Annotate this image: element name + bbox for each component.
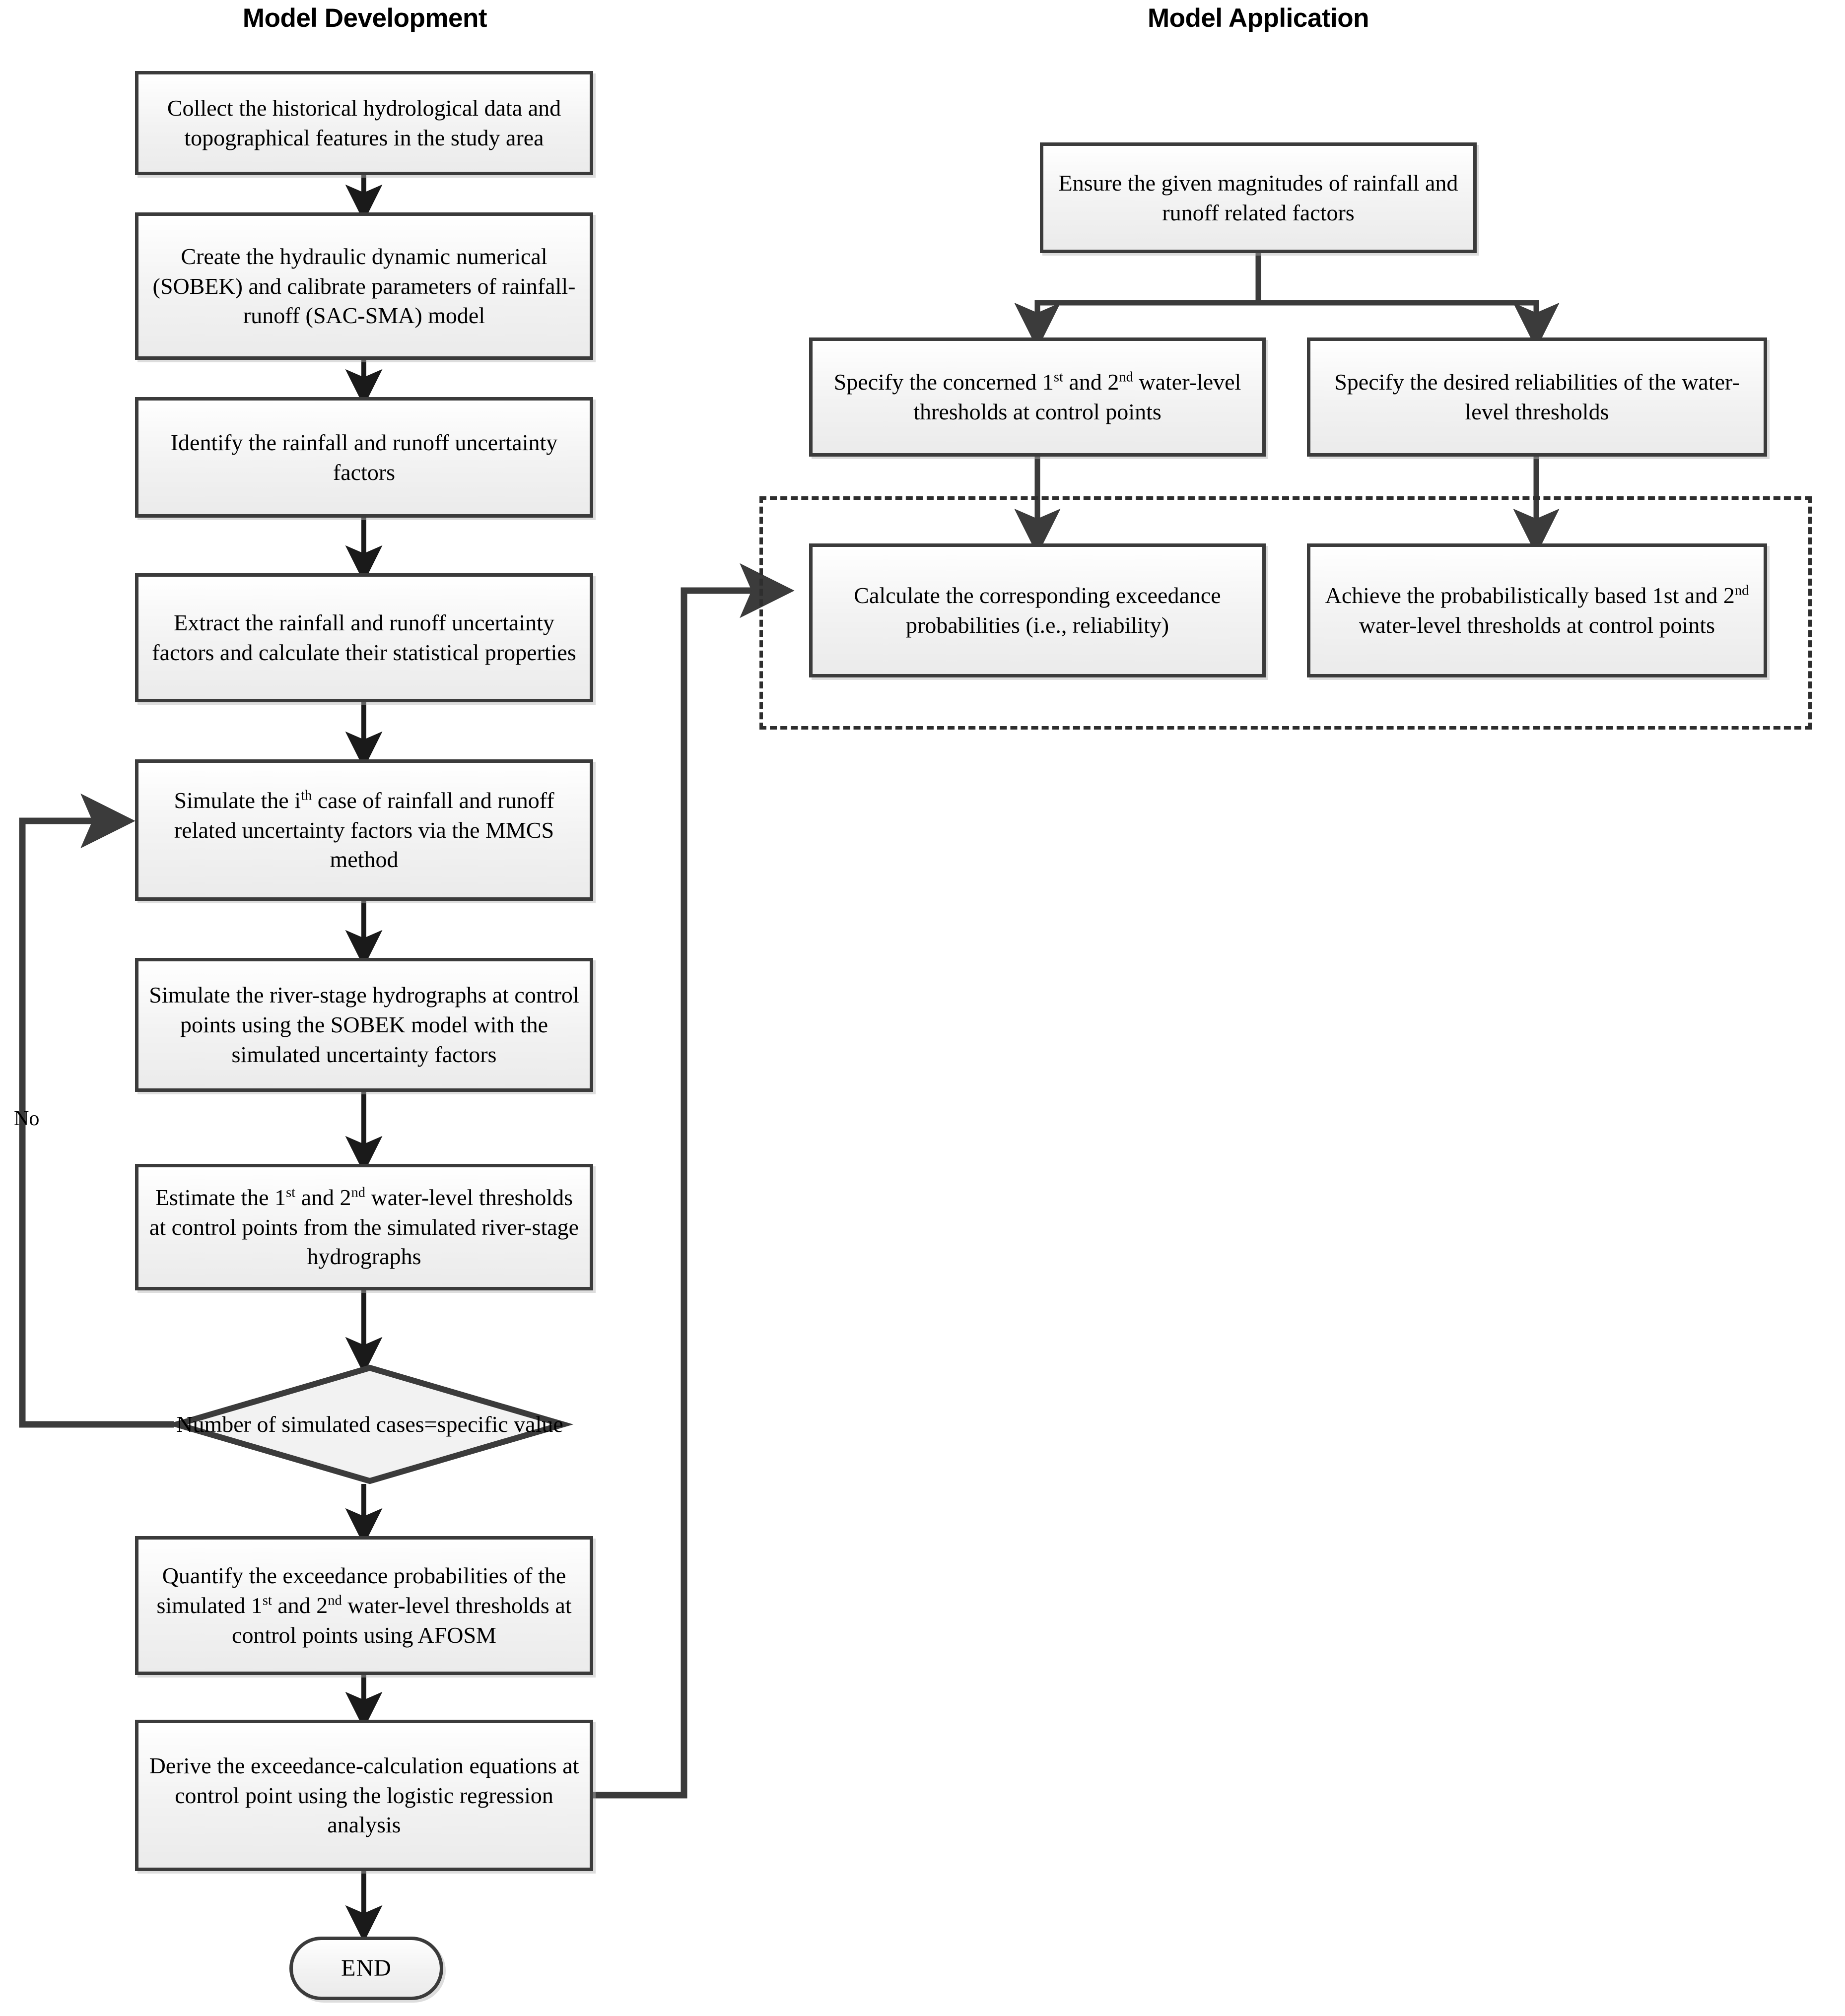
node-achieve[interactable]: Achieve the probabilistically based 1st … [1307,543,1767,677]
node-identify[interactable]: Identify the rainfall and runoff uncerta… [135,397,593,518]
right-column-title: Model Application [1148,3,1369,33]
edge-ensure-split-right [1255,253,1560,349]
node-simulate-case[interactable]: Simulate the ith case of rainfall and ru… [135,759,593,901]
node-specify-reliabilities[interactable]: Specify the desired reliabilities of the… [1307,337,1767,457]
node-specify-thresholds-label: Specify the concerned 1st and 2nd water-… [833,369,1241,424]
application-group-outline [759,496,1812,730]
node-decision[interactable]: Number of simulated cases=specific value [166,1364,574,1484]
node-collect-label: Collect the historical hydrological data… [167,95,561,150]
node-estimate-thresholds[interactable]: Estimate the 1st and 2nd water-level thr… [135,1164,593,1290]
node-simulate-hydrographs-label: Simulate the river-stage hydrographs at … [149,982,579,1067]
node-derive[interactable]: Derive the exceedance-calculation equati… [135,1720,593,1871]
node-create[interactable]: Create the hydraulic dynamic numerical (… [135,212,593,360]
node-extract[interactable]: Extract the rainfall and runoff uncertai… [135,573,593,702]
node-specify-reliabilities-label: Specify the desired reliabilities of the… [1334,369,1740,424]
node-derive-label: Derive the exceedance-calculation equati… [149,1752,579,1838]
node-end[interactable]: END [289,1937,443,2000]
node-ensure-label: Ensure the given magnitudes of rainfall … [1058,170,1458,225]
node-estimate-thresholds-label: Estimate the 1st and 2nd water-level thr… [149,1184,579,1270]
node-identify-label: Identify the rainfall and runoff uncerta… [170,429,558,485]
edge-label-no: No [14,1107,40,1130]
node-calculate[interactable]: Calculate the corresponding exceedance p… [809,543,1266,677]
node-create-label: Create the hydraulic dynamic numerical (… [152,243,576,329]
node-achieve-label: Achieve the probabilistically based 1st … [1325,583,1749,638]
edge-decision-loopback [19,793,174,1428]
node-end-label: END [341,1954,392,1981]
node-quantify[interactable]: Quantify the exceedance probabilities of… [135,1536,593,1675]
edge-derive-to-application [593,563,795,1799]
node-calculate-label: Calculate the corresponding exceedance p… [854,583,1221,638]
node-extract-label: Extract the rainfall and runoff uncertai… [152,610,576,665]
node-specify-thresholds[interactable]: Specify the concerned 1st and 2nd water-… [809,337,1266,457]
node-collect[interactable]: Collect the historical hydrological data… [135,71,593,175]
node-simulate-case-label: Simulate the ith case of rainfall and ru… [174,787,554,873]
edge-ensure-split-left [1014,253,1261,349]
node-ensure[interactable]: Ensure the given magnitudes of rainfall … [1040,142,1477,253]
node-simulate-hydrographs[interactable]: Simulate the river-stage hydrographs at … [135,958,593,1092]
node-quantify-label: Quantify the exceedance probabilities of… [156,1563,572,1648]
left-column-title: Model Development [242,3,487,33]
